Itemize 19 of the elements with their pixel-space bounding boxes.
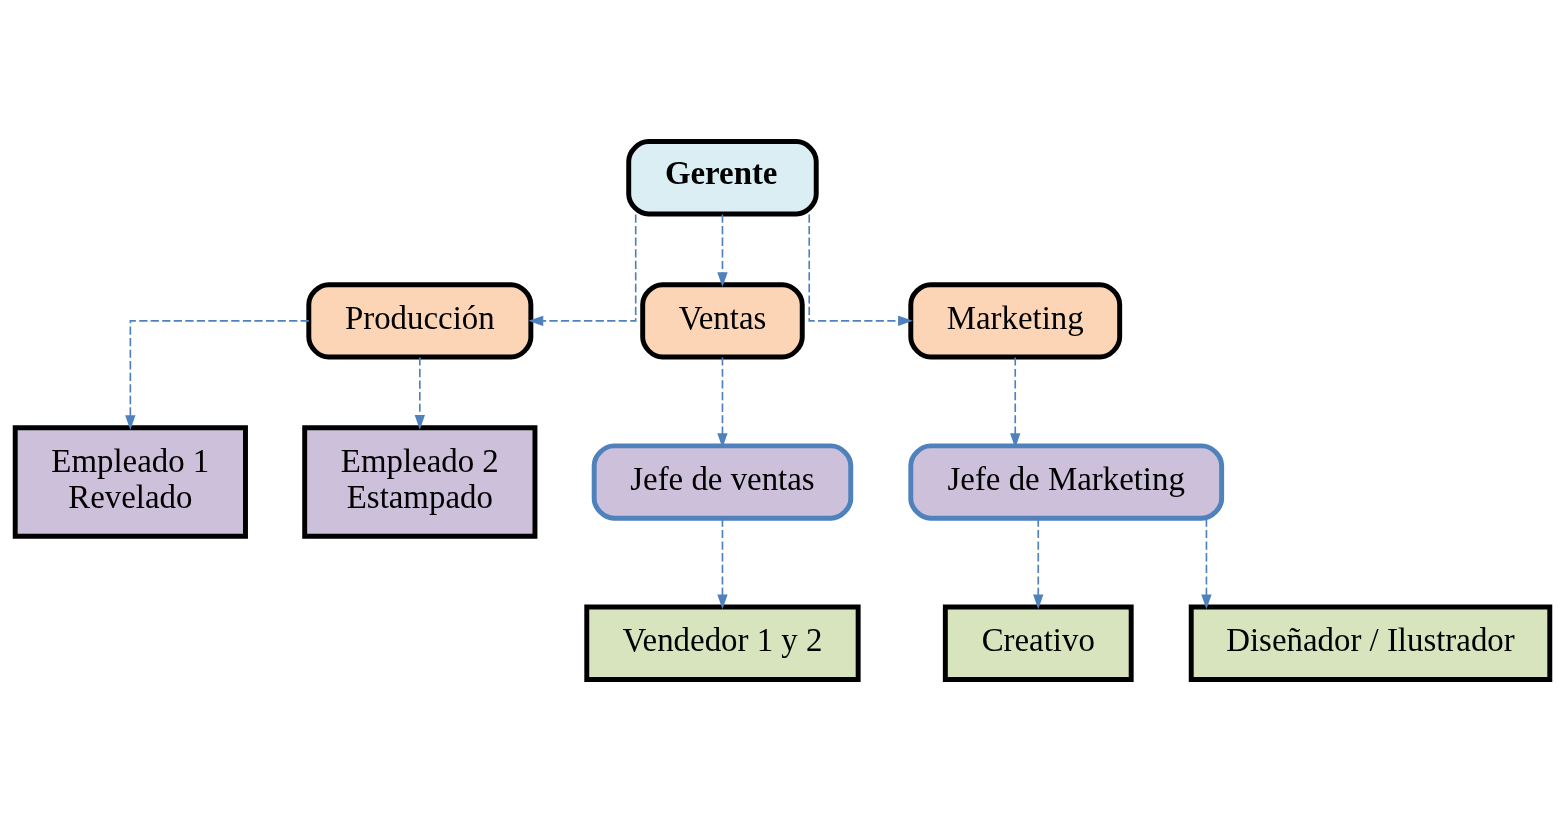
arrow <box>1033 517 1044 609</box>
arrow <box>717 213 728 287</box>
node-box: Jefe de Marketing <box>908 442 1225 521</box>
node-box: Jefe de ventas <box>591 442 854 521</box>
arrow <box>808 213 913 326</box>
arrow <box>717 517 728 609</box>
node-box: Empleado 1 Revelado <box>12 424 248 539</box>
arrow <box>528 213 637 326</box>
node-box: Producción <box>306 281 534 359</box>
node-box: Gerente <box>626 138 819 216</box>
arrow <box>125 319 310 430</box>
node-box: Ventas <box>640 281 805 359</box>
node-box: Vendedor 1 y 2 <box>584 604 861 682</box>
arrow <box>1201 517 1212 609</box>
node-box: Empleado 2 Estampado <box>302 424 538 539</box>
node-box: Diseñador / Ilustrador <box>1188 604 1553 682</box>
node-box: Creativo <box>942 604 1134 682</box>
node-box: Marketing <box>908 281 1123 359</box>
arrow <box>414 356 425 430</box>
